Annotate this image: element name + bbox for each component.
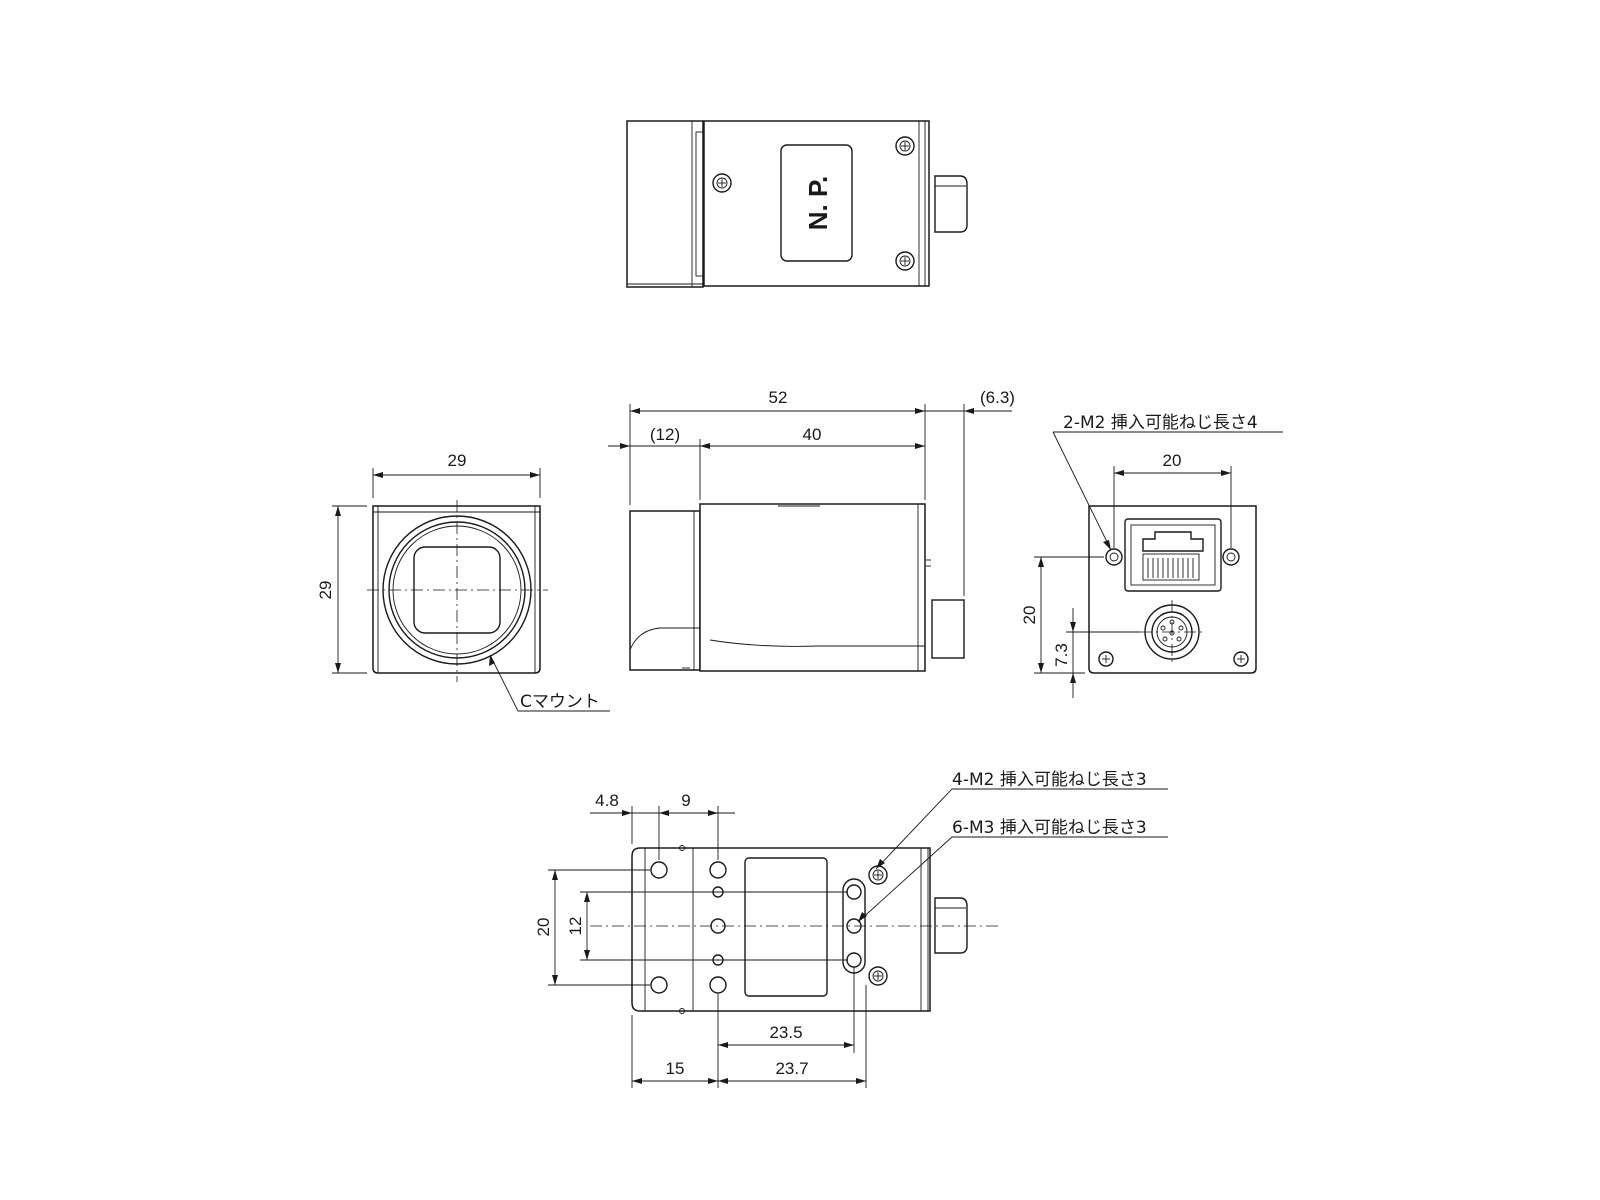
top-view: N. P. — [626, 120, 968, 288]
bottom-thread-note-m2: 4-M2 挿入可能ねじ長さ3 — [952, 770, 1147, 790]
screw-icon — [1233, 651, 1249, 667]
nameplate-label: N. P. — [803, 176, 833, 230]
hole-spacing-dim: 20 — [1163, 451, 1182, 470]
side-view-front-block — [629, 510, 701, 671]
m3-hole-icon — [846, 918, 862, 934]
front-view: 29 29 Cマウント — [316, 451, 610, 712]
rear-thread-note: 2-M2 挿入可能ねじ長さ4 — [1063, 413, 1258, 433]
dim-23-7: 23.7 — [775, 1059, 808, 1078]
c-mount-label: Cマウント — [520, 692, 600, 712]
front-height-dim: 29 — [316, 581, 335, 600]
m2-hole-icon — [1105, 548, 1123, 566]
mount-hole-icon — [650, 861, 668, 879]
front-part-dim: (12) — [650, 425, 680, 444]
overall-length-dim: 52 — [769, 388, 788, 407]
rear-view: 20 2-M2 挿入可能ねじ長さ4 20 7.3 — [1020, 413, 1283, 698]
bottom-view: 4-M2 挿入可能ねじ長さ3 6-M3 挿入可能ねじ長さ3 4.8 9 20 1… — [534, 770, 1168, 1088]
connector-height-dim: 7.3 — [1052, 643, 1071, 667]
body-length-dim: 40 — [803, 425, 822, 444]
front-width-dim: 29 — [448, 451, 467, 470]
nameplate — [780, 144, 853, 262]
dim-4-8: 4.8 — [595, 791, 619, 810]
bottom-thread-note-m3: 6-M3 挿入可能ねじ長さ3 — [952, 818, 1147, 838]
side-view-connector — [931, 599, 965, 659]
screw-icon — [1098, 651, 1114, 667]
front-view-housing — [372, 505, 541, 674]
connector-protrusion-dim: (6.3) — [980, 388, 1015, 407]
dim-20-left: 20 — [534, 918, 553, 937]
ethernet-port-icon — [1124, 518, 1222, 592]
dim-9: 9 — [681, 791, 690, 810]
screw-icon — [895, 251, 915, 271]
mount-hole-icon — [710, 918, 726, 934]
bottom-view-body — [631, 847, 931, 1012]
top-view-front-block — [626, 120, 704, 288]
mount-hole-icon — [709, 861, 727, 879]
mount-hole-icon — [650, 976, 668, 994]
screw-icon — [712, 173, 732, 193]
m2-hole-icon — [1222, 548, 1240, 566]
bottom-plate — [744, 857, 828, 997]
mount-hole-icon — [709, 976, 727, 994]
dim-12-left: 12 — [566, 917, 585, 936]
top-view-body — [703, 120, 930, 287]
dim-15: 15 — [666, 1059, 685, 1078]
top-view-connector — [934, 175, 968, 233]
side-view: 52 (6.3) (12) 40 — [608, 388, 1015, 672]
dim-23-5: 23.5 — [769, 1023, 802, 1042]
rear-height-dim: 20 — [1020, 606, 1039, 625]
bottom-view-connector — [934, 897, 968, 954]
screw-icon — [895, 136, 915, 156]
screw-icon — [868, 966, 888, 986]
